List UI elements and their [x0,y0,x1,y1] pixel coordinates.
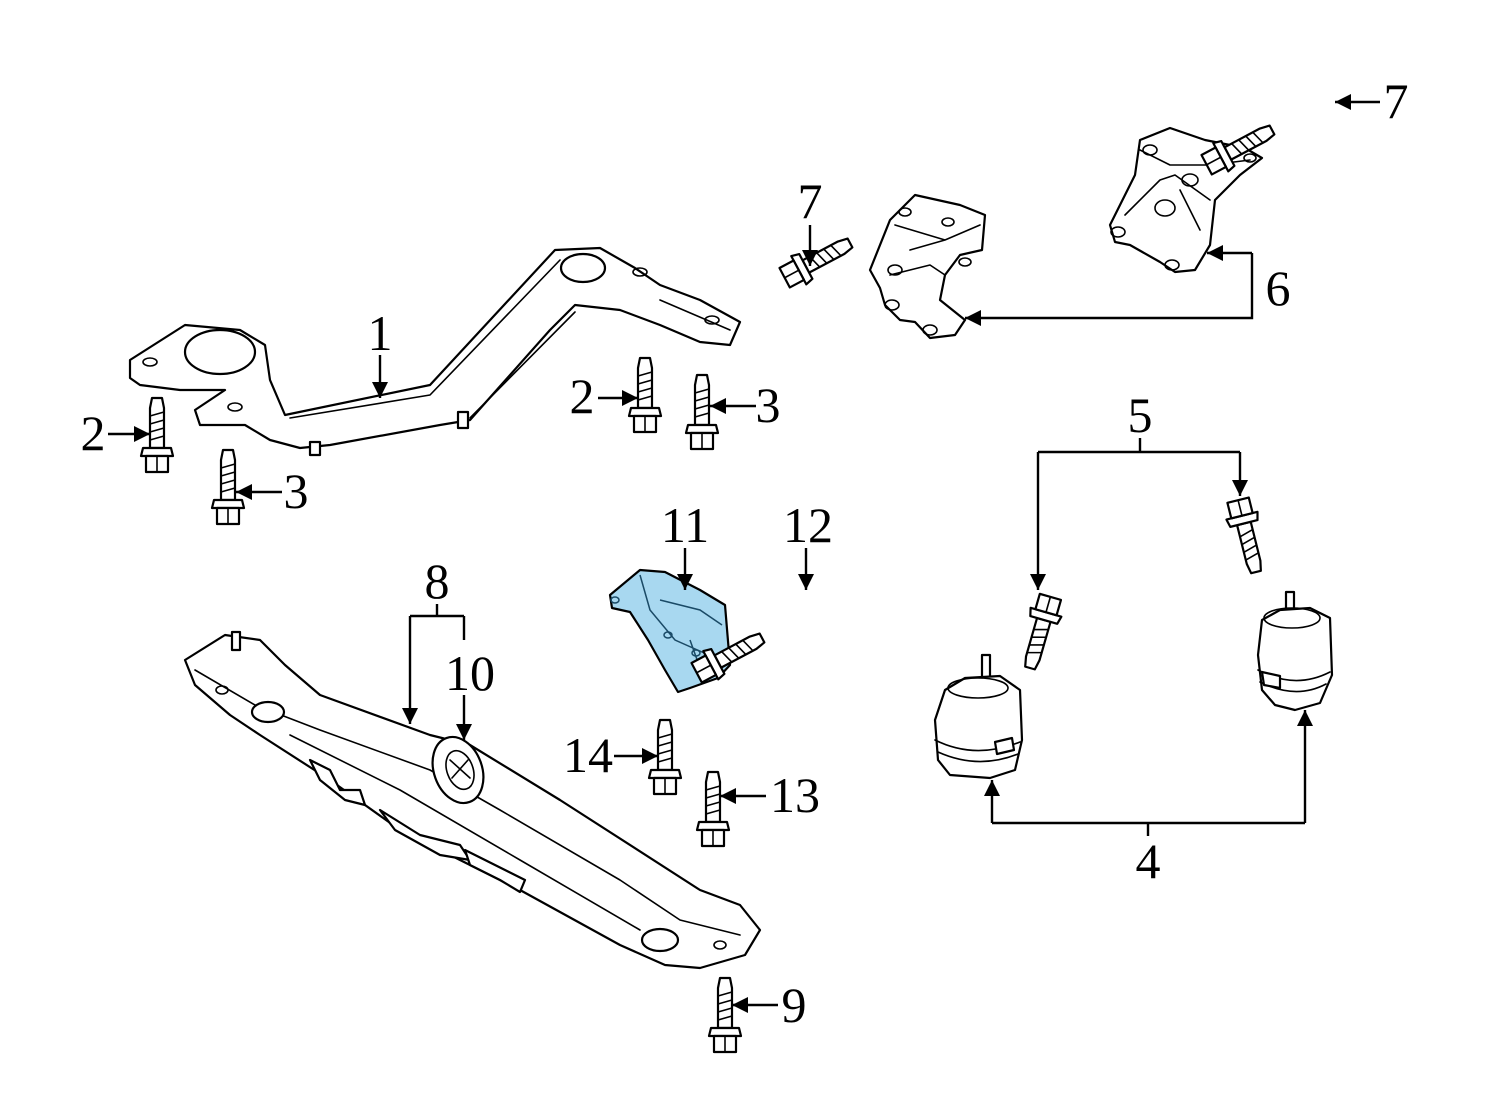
bolt-part-7-left [776,227,859,293]
callout-6: 6 [1266,260,1291,316]
callout-9: 9 [782,977,807,1033]
callout-3-left: 3 [284,463,309,519]
bolt-part-3-right [684,373,720,451]
callout-2-left: 2 [81,405,106,461]
callout-1: 1 [368,305,393,361]
callout-10: 10 [445,645,495,701]
bolt-part-5-right [1221,495,1273,577]
engine-bracket-part-6-left [868,193,987,340]
callout-7-right: 7 [1384,73,1409,129]
bolt-part-3-left [210,448,246,526]
bolt-part-5-left [1013,591,1067,674]
transmission-crossmember-part-8 [183,630,762,970]
callout-7-left: 7 [798,173,823,229]
bolt-part-13 [695,770,731,848]
engine-mount-part-4-right [1256,590,1334,712]
leader-lines [108,94,1380,1013]
callout-3-right: 3 [756,377,781,433]
front-crossmember-part-1 [128,246,742,457]
bolt-part-9 [707,976,743,1054]
callout-11: 11 [661,497,709,553]
callout-12: 12 [783,497,833,553]
callout-14: 14 [563,727,613,783]
callout-2-right: 2 [570,368,595,424]
callout-5: 5 [1128,387,1153,443]
bolt-part-2-right [627,356,663,434]
callout-labels: 1 2 2 3 3 4 5 6 7 7 8 9 10 11 12 13 14 [81,73,1409,1033]
callout-13: 13 [770,767,820,823]
callout-4: 4 [1136,833,1161,889]
engine-mount-part-4-left [933,653,1024,780]
callout-8: 8 [425,553,450,609]
